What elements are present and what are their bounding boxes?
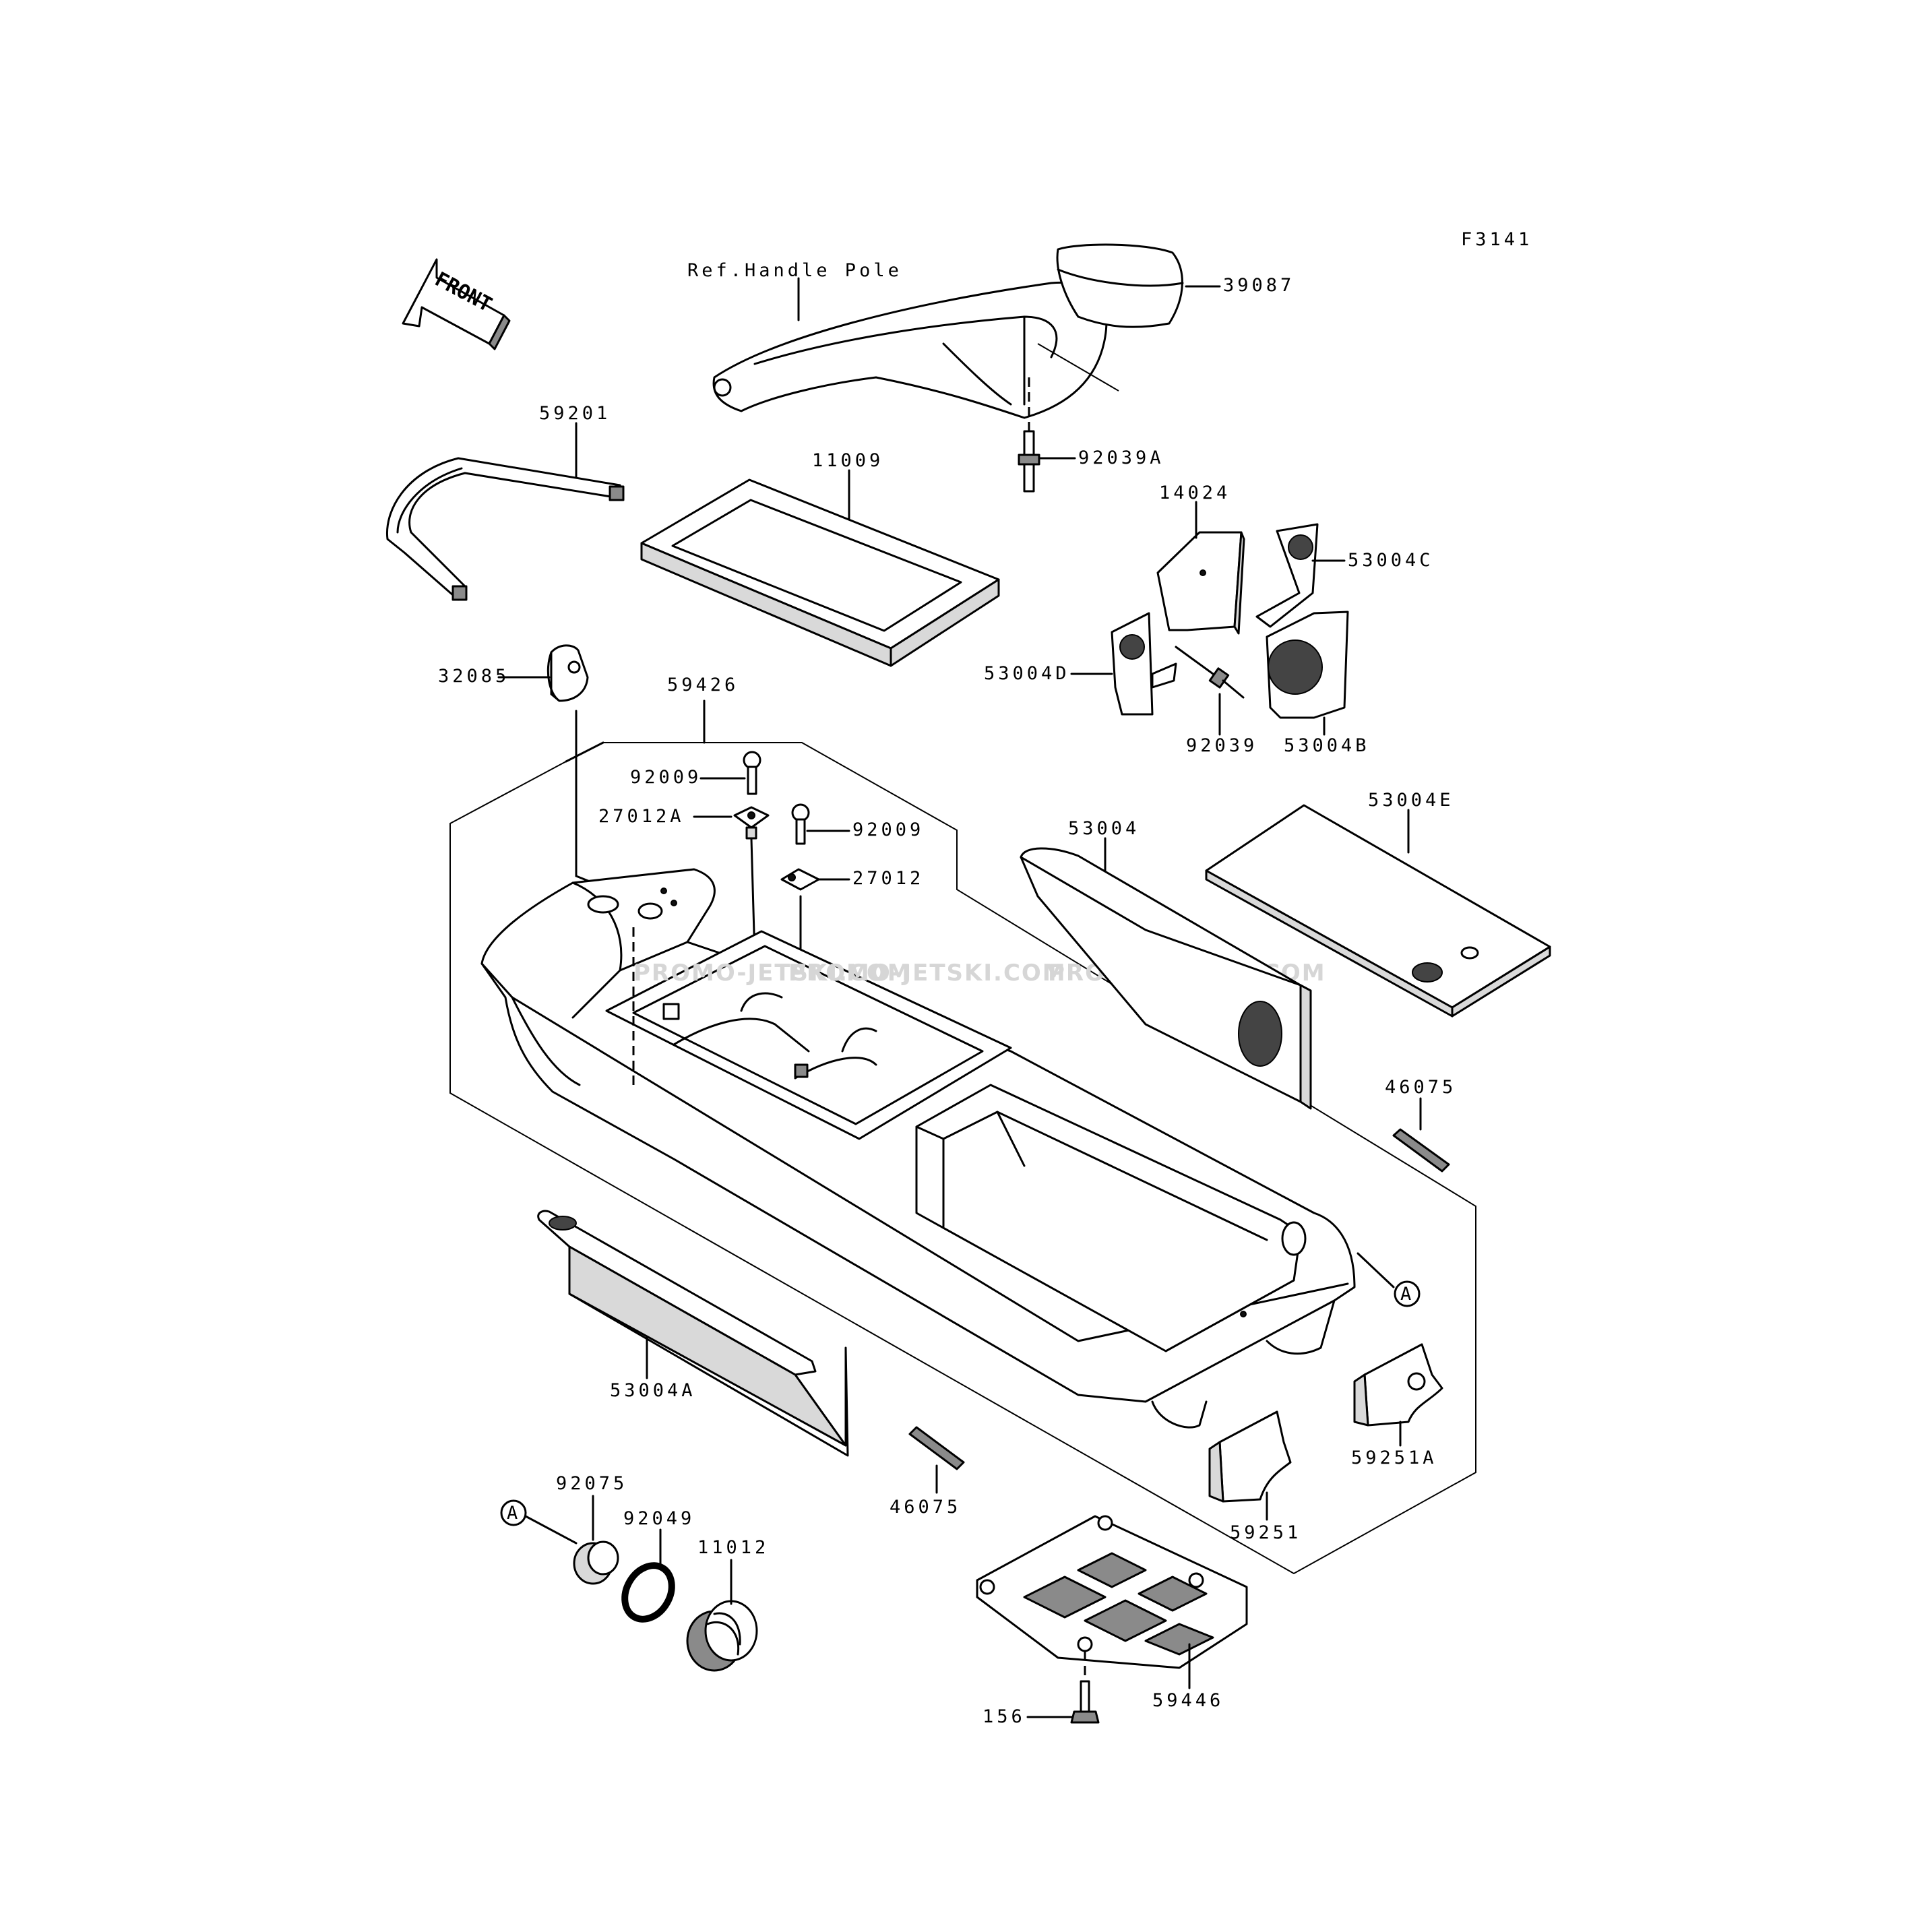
part-number-92009-upper: 92009 [630, 767, 702, 788]
vent-cap-11012-part [686, 1600, 758, 1672]
grille-53004D-part [1111, 612, 1177, 716]
bracket-59251A-part [1353, 1343, 1443, 1427]
watermark-left: PROMO-JETSKI.COM [633, 960, 912, 987]
front-arrow-icon: FRONT [402, 258, 511, 350]
screw-92009-upper-part [743, 751, 761, 795]
part-number-27012A: 27012A [598, 806, 685, 827]
part-number-11012: 11012 [697, 1537, 769, 1558]
part-number-59426: 59426 [667, 675, 739, 695]
part-number-11009: 11009 [812, 450, 883, 471]
part-number-53004C: 53004C [1348, 550, 1434, 571]
figure-code: F3141 [1461, 229, 1532, 250]
cap-92075-part [573, 1540, 619, 1585]
part-number-92009-lower: 92009 [852, 819, 924, 840]
bracket-59251-part [1208, 1410, 1292, 1503]
circle-reference-hull: A [1400, 1284, 1411, 1305]
part-number-59201: 59201 [539, 403, 611, 424]
part-number-53004B: 53004B [1284, 735, 1370, 756]
part-number-27012: 27012 [852, 868, 924, 889]
part-number-92039: 92039 [1186, 735, 1257, 756]
hull-59426-part [480, 868, 1356, 1429]
part-number-53004: 53004 [1068, 818, 1140, 839]
part-number-156: 156 [983, 1706, 1026, 1727]
pin-92039A-part [1018, 430, 1040, 493]
mat-53004E-part [1205, 804, 1551, 1018]
part-number-59251A: 59251A [1351, 1447, 1437, 1468]
gasket-frame-11009-part [640, 478, 1000, 667]
part-number-59446: 59446 [1152, 1690, 1224, 1711]
bumper-block-32085-part [547, 644, 589, 702]
part-number-53004E: 53004E [1368, 790, 1454, 811]
handle-pad-part [1056, 243, 1184, 328]
pin-92039-part [1175, 646, 1245, 699]
plate-27012-part [780, 868, 820, 891]
part-number-92039A: 92039A [1078, 447, 1164, 468]
grab-handle-59201-part [385, 457, 625, 601]
long-panel-53004A-part [537, 1210, 849, 1457]
part-number-14024: 14024 [1159, 482, 1230, 503]
part-number-46075-bottom: 46075 [890, 1497, 961, 1518]
handle-pole-part [712, 281, 1119, 419]
watermark-middle: PROMO-JETSKI.COM [788, 960, 1067, 987]
part-number-39087: 39087 [1223, 275, 1295, 296]
strip-46075-bottom-part [908, 1426, 965, 1470]
screw-92009-lower-part [791, 803, 810, 845]
grille-53004C-part [1255, 523, 1319, 628]
part-number-53004A: 53004A [610, 1380, 696, 1401]
part-number-59251: 59251 [1230, 1522, 1301, 1543]
strip-46075-right-part [1392, 1128, 1450, 1173]
part-number-92049: 92049 [623, 1508, 695, 1529]
intake-grate-59446-part [976, 1515, 1248, 1669]
grille-53004B-part [1266, 611, 1349, 719]
part-number-32085: 32085 [438, 666, 509, 687]
cover-plate-14024-part [1156, 531, 1245, 635]
plate-27012A-part [733, 806, 770, 840]
bolt-156-part [1070, 1651, 1100, 1724]
circle-reference-bottom: A [507, 1503, 518, 1524]
part-number-53004D: 53004D [984, 663, 1070, 684]
reference-label-handle-pole: Ref.Handle Pole [687, 260, 902, 281]
ring-92049-part [621, 1562, 675, 1623]
part-number-92075: 92075 [556, 1473, 627, 1494]
side-panel-53004-part [1020, 847, 1312, 1110]
part-number-46075-right: 46075 [1385, 1077, 1456, 1098]
